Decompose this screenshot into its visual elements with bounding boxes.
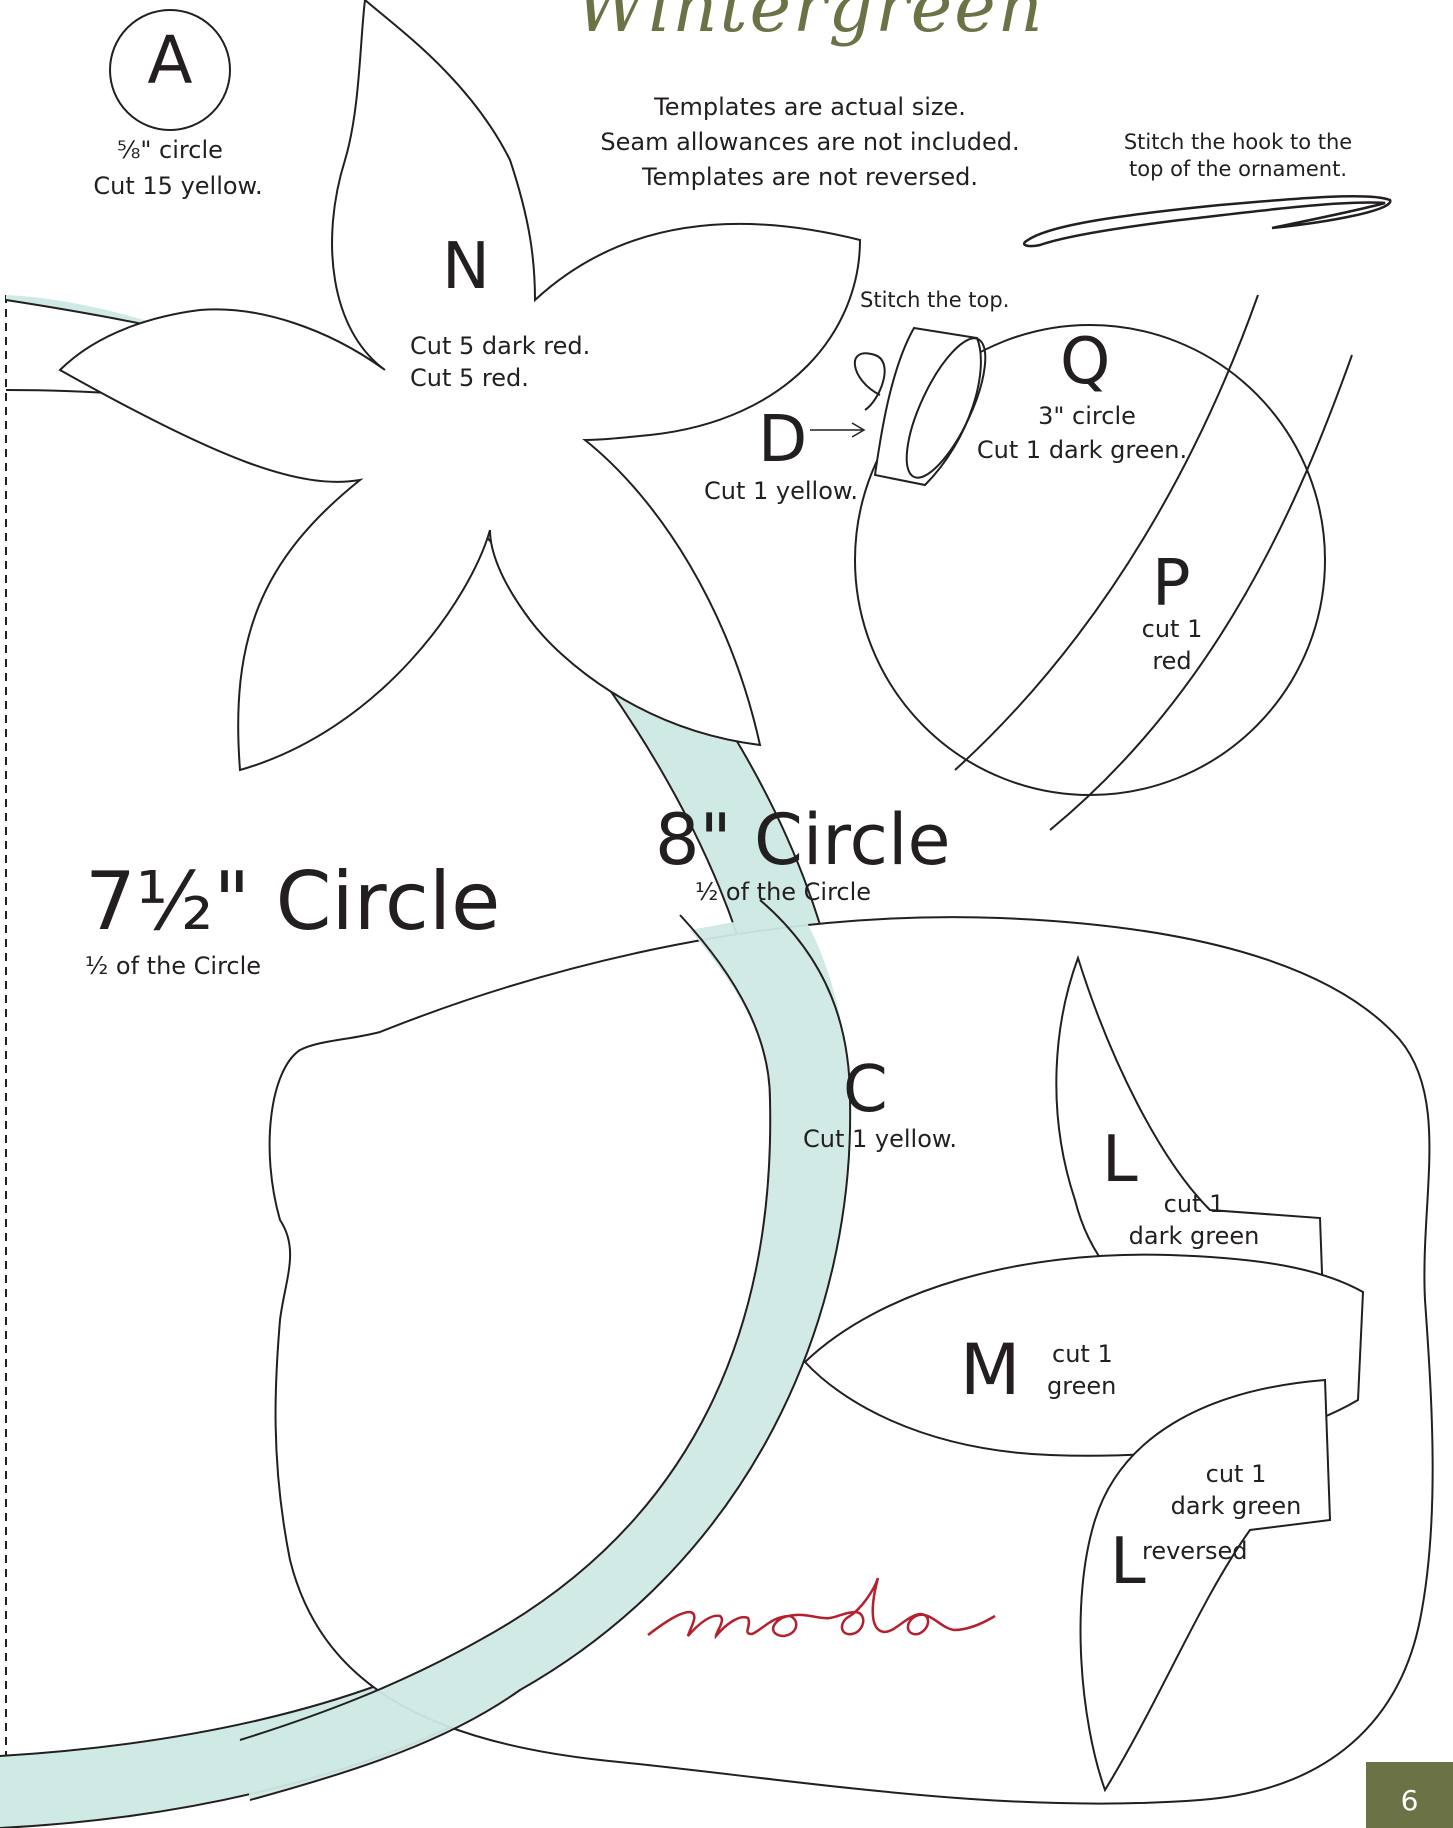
template-a-cut: Cut 15 yellow. <box>93 172 263 200</box>
template-p-stripe-right <box>1049 354 1353 831</box>
template-c-cut: Cut 1 yellow. <box>803 1125 957 1153</box>
template-q-size: 3" circle <box>1038 402 1136 430</box>
note-hook-line2: top of the ornament. <box>1128 157 1348 181</box>
template-p-stripe-left <box>954 294 1259 771</box>
note-stitch-top: Stitch the top. <box>860 288 1010 312</box>
d-arrow-head <box>851 422 866 438</box>
template-l-reversed-leaf <box>1079 1378 1332 1793</box>
template-p-letter: P <box>1152 547 1191 621</box>
template-l-cut: cut 1 <box>1163 1190 1225 1218</box>
template-n-flower <box>58 0 862 772</box>
template-l-rev-cut: cut 1 <box>1205 1460 1267 1488</box>
template-q-cut: Cut 1 dark green. <box>976 436 1188 464</box>
hook-shape <box>1023 194 1392 248</box>
template-n-cut-dark-red: Cut 5 dark red. <box>410 332 591 360</box>
circle-8-sub: ½ of the Circle <box>695 878 872 906</box>
template-m-color: green <box>1047 1372 1117 1400</box>
note-not-reversed: Templates are not reversed. <box>641 163 979 191</box>
template-p-cut: cut 1 <box>1141 615 1203 643</box>
template-l-rev-color: dark green <box>1170 1492 1302 1520</box>
template-l-color: dark green <box>1128 1222 1260 1250</box>
template-c-letter: C <box>843 1053 888 1127</box>
template-m-letter: M <box>960 1329 1021 1411</box>
template-l-rev-note: reversed <box>1142 1537 1248 1565</box>
template-q-letter: Q <box>1060 325 1111 399</box>
stem-inner-over <box>239 914 772 1741</box>
circle-8-label: 8" Circle <box>655 799 951 881</box>
template-d-cut: Cut 1 yellow. <box>704 477 858 505</box>
circle-7-5-label: 7½" Circle <box>85 855 501 948</box>
template-n-cut-red: Cut 5 red. <box>410 364 529 392</box>
template-a-circle <box>109 9 231 131</box>
template-d-cap-end <box>905 337 987 479</box>
template-l-rev-letter: L <box>1110 1525 1146 1599</box>
template-n-letter: N <box>442 230 490 304</box>
page-number: 6 <box>1400 1784 1419 1817</box>
template-m-cut: cut 1 <box>1052 1340 1113 1368</box>
note-hook-line1: Stitch the hook to the <box>1123 130 1353 154</box>
stem-outer-over <box>249 899 852 1801</box>
template-a-letter: A <box>147 22 193 99</box>
template-l-letter: L <box>1102 1123 1138 1197</box>
stem-band-over <box>240 910 851 1800</box>
note-actual-size: Templates are actual size. <box>654 93 966 121</box>
template-d-letter: D <box>758 403 808 477</box>
moda-logo-mark <box>647 1577 996 1640</box>
note-seam-allowance: Seam allowances are not included. <box>600 128 1020 156</box>
page-title: Wintergreen <box>575 0 1045 48</box>
hook-loop <box>853 352 886 411</box>
page-number-tab: 6 <box>1366 1762 1453 1828</box>
template-p-color: red <box>1152 647 1192 675</box>
circle-7-5-sub: ½ of the Circle <box>85 952 262 980</box>
template-a-size: ⅝" circle <box>117 136 223 164</box>
